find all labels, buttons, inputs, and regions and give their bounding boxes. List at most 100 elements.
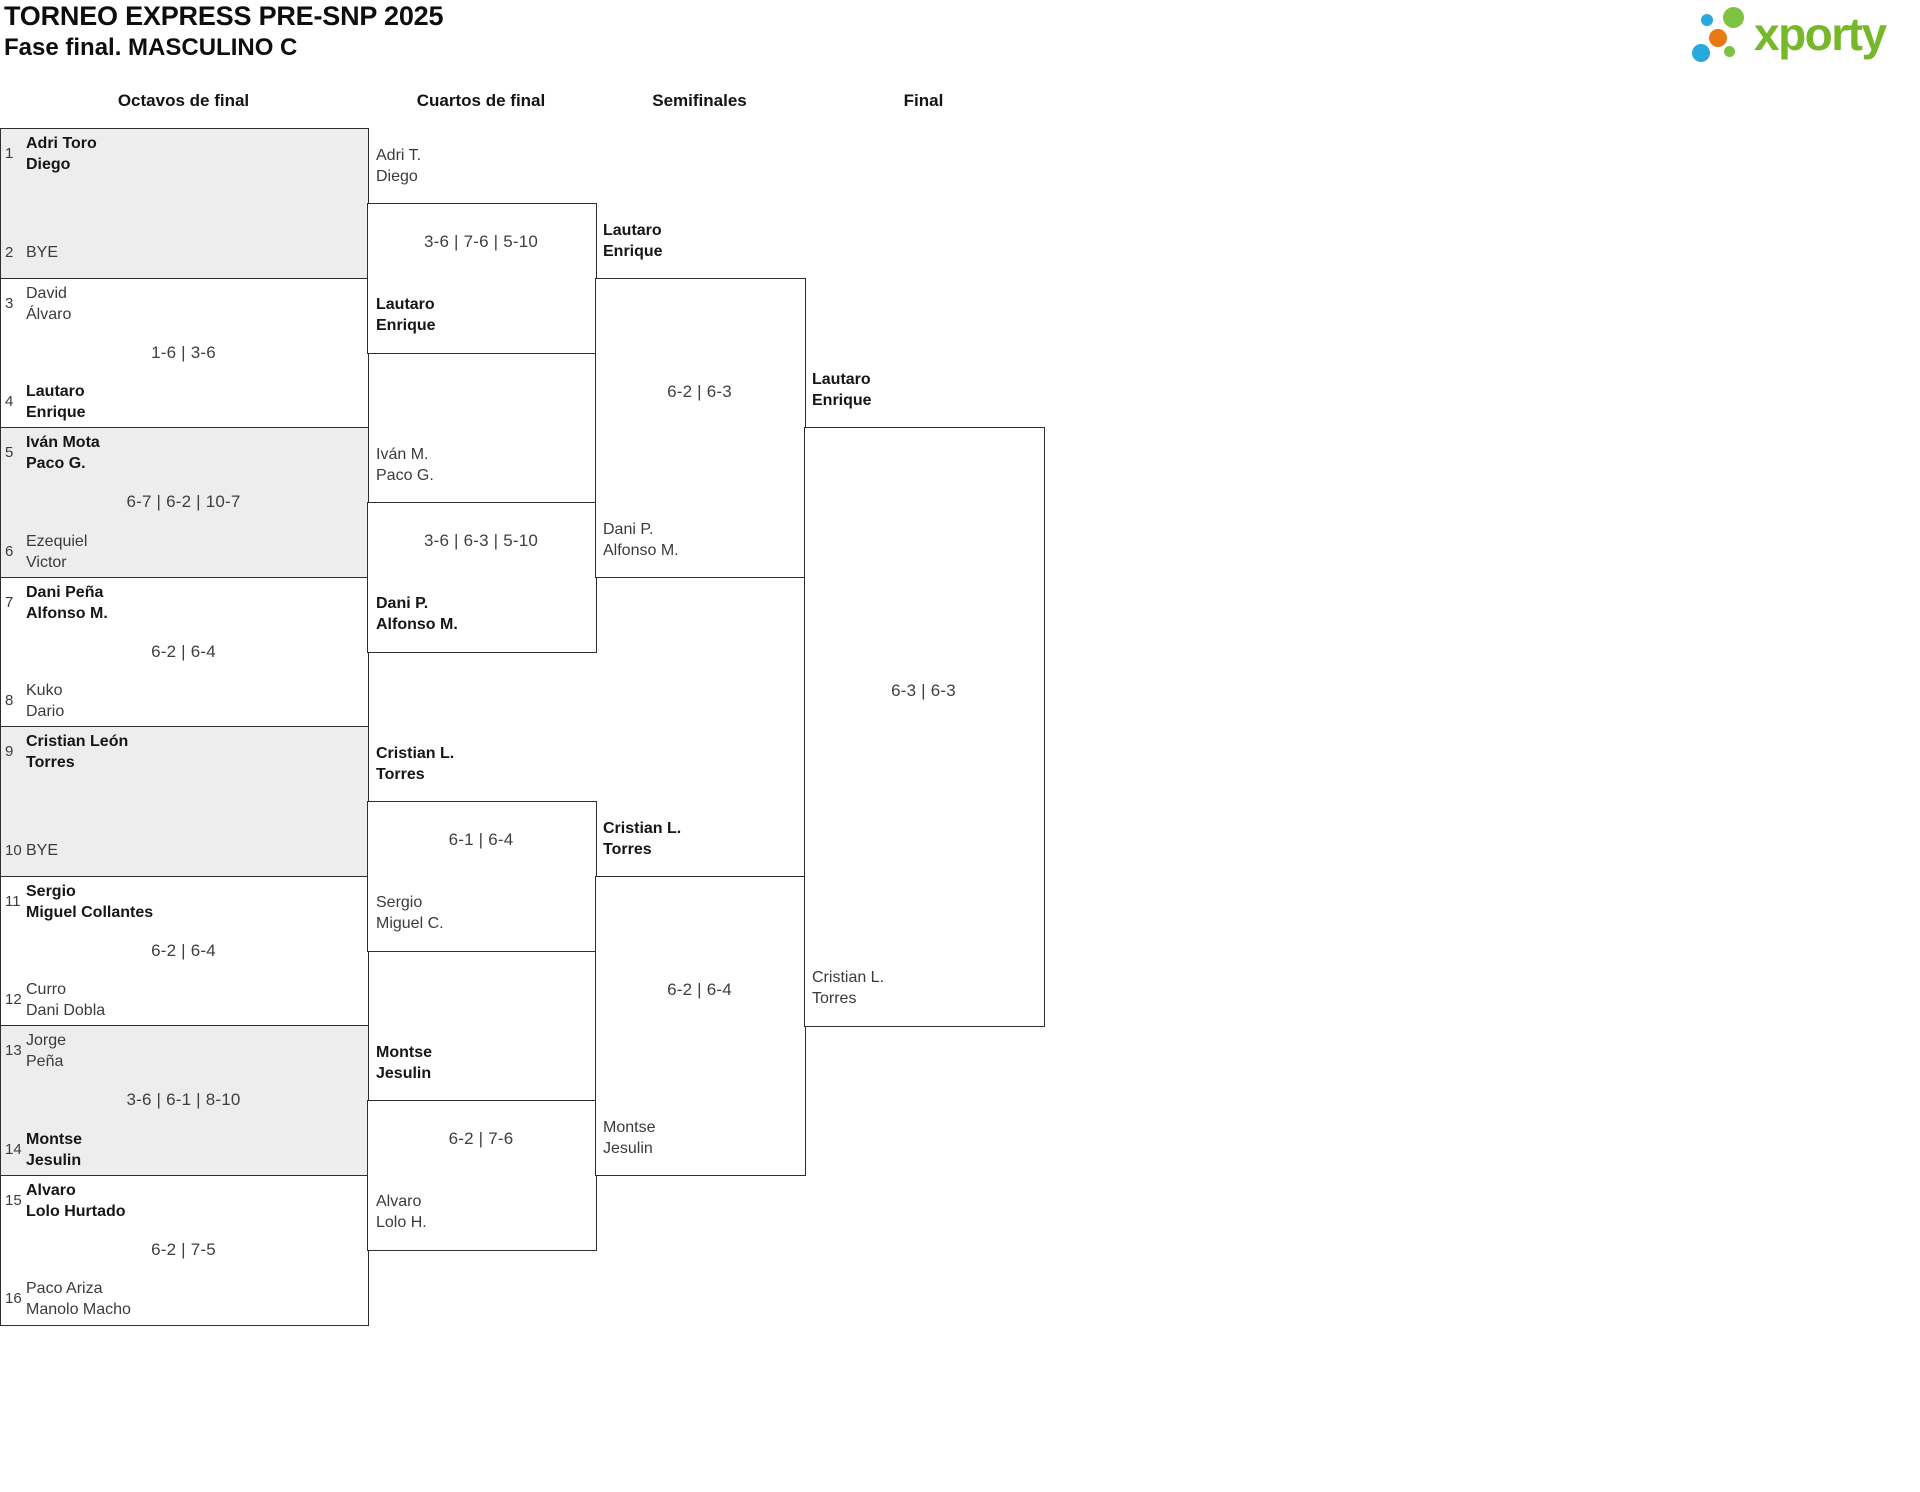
logo-dot-blue-large (1692, 44, 1710, 62)
match-score: 6-2 | 6-4 (151, 641, 216, 661)
team-name-line: Curro (26, 981, 67, 998)
match-score: 6-3 | 6-3 (891, 681, 956, 700)
match-score: 6-2 | 7-5 (151, 1239, 216, 1259)
team-name-line: Cristian León (26, 733, 129, 750)
logo-dot-blue-small (1701, 14, 1713, 26)
seed-number: 7 (5, 593, 14, 611)
seed-number: 8 (5, 692, 14, 709)
page-subtitle: Fase final. MASCULINO C (4, 34, 298, 61)
seed-number: 9 (5, 743, 14, 760)
team-name-line: Enrique (376, 317, 436, 335)
logo-dot-green-large (1723, 7, 1744, 28)
team-name-line: Lautaro (376, 296, 435, 314)
team-name-line: Cristian L. (812, 969, 885, 986)
seed-number: 10 (5, 841, 22, 859)
team-name-line: Alfonso M. (26, 604, 108, 622)
team-name-line: Torres (603, 840, 652, 858)
team-name-line: Enrique (812, 392, 872, 409)
seed-number: 16 (5, 1290, 22, 1307)
team-name: Cristian L.Torres (376, 743, 591, 785)
team-name-line: Paco Ariza (26, 1280, 103, 1297)
team-name-line: Dani P. (376, 595, 429, 613)
logo-dot-green-small (1724, 46, 1735, 57)
round-header-cuartos: Cuartos de final (416, 91, 546, 110)
team-name-line: Dani Peña (26, 583, 104, 601)
match-score: 6-7 | 6-2 | 10-7 (126, 492, 241, 512)
match-box (367, 202, 597, 354)
team-name: Dani P.Alfonso M. (603, 519, 800, 561)
seed-number: 5 (5, 444, 14, 461)
team-name: BYE (26, 830, 363, 872)
seed-number: 11 (5, 892, 21, 910)
match-score: 3-6 | 6-1 | 8-10 (126, 1090, 241, 1110)
match-score: 6-2 | 7-6 (448, 1128, 514, 1148)
team-name-line: Dario (26, 703, 65, 720)
seed-number: 13 (5, 1042, 22, 1059)
team-name-line: Peña (26, 1053, 64, 1070)
team-name-line: Lolo H. (376, 1214, 427, 1232)
team-name: Iván M.Paco G. (376, 444, 591, 486)
team-name-line: Iván Mota (26, 434, 100, 451)
match-score: 3-6 | 7-6 | 5-10 (423, 231, 539, 251)
team-name-line: Lolo Hurtado (26, 1202, 126, 1220)
seed-number: 6 (5, 542, 14, 560)
team-name-line: Manolo Macho (26, 1301, 131, 1318)
page-title: TORNEO EXPRESS PRE-SNP 2025 (4, 1, 444, 31)
round-header-final: Final (903, 91, 944, 110)
team-name: Cristian L. Torres (812, 967, 1039, 1009)
team-name-line: Cristian L. (603, 819, 682, 837)
match-score: 1-6 | 3-6 (151, 342, 216, 362)
team-name-line: BYE (26, 244, 59, 261)
match-score: 6-2 | 6-3 (667, 381, 732, 401)
team-name: Dani P.Alfonso M. (376, 593, 591, 635)
match-score: 6-2 | 6-4 (667, 979, 732, 999)
seed-number: 12 (5, 991, 22, 1008)
round-header-octavos: Octavos de final (117, 91, 250, 110)
match-score: 6-1 | 6-4 (448, 829, 514, 849)
team-name-line: Montse (376, 1043, 432, 1061)
team-name-line: Diego (376, 167, 418, 185)
team-name: Cristian L. Torres (603, 818, 800, 860)
team-name-line: Torres (376, 765, 425, 783)
match-box (367, 1099, 597, 1251)
match-score: 6-2 | 6-4 (151, 940, 216, 960)
team-name-line: David (26, 284, 67, 302)
team-name-line: Adri Toro (26, 135, 97, 152)
match-box (0, 875, 369, 1027)
team-name-line: Jorge (26, 1032, 67, 1049)
match-score: 3-6 | 6-3 | 5-10 (423, 530, 539, 550)
match-box (367, 800, 597, 952)
match-box (804, 427, 1045, 1027)
seed-number: 1 (5, 145, 14, 162)
team-name: BYE (26, 232, 363, 274)
team-name-line: Sergio (376, 894, 423, 912)
team-name-line: Ezequiel (26, 532, 88, 550)
team-name-line: Dani P. (603, 520, 654, 538)
match-box (0, 427, 369, 578)
team-name-line: Torres (812, 990, 857, 1007)
logo-dot-orange (1709, 29, 1727, 47)
match-box (595, 875, 806, 1176)
team-name-line: Sergio (26, 882, 76, 900)
team-name-line: Adri T. (376, 146, 422, 164)
team-name-line: Alvaro (376, 1193, 422, 1211)
seed-number: 14 (5, 1140, 22, 1158)
team-name-line: Enrique (26, 404, 86, 421)
match-box (0, 726, 369, 877)
match-box (0, 1025, 369, 1176)
